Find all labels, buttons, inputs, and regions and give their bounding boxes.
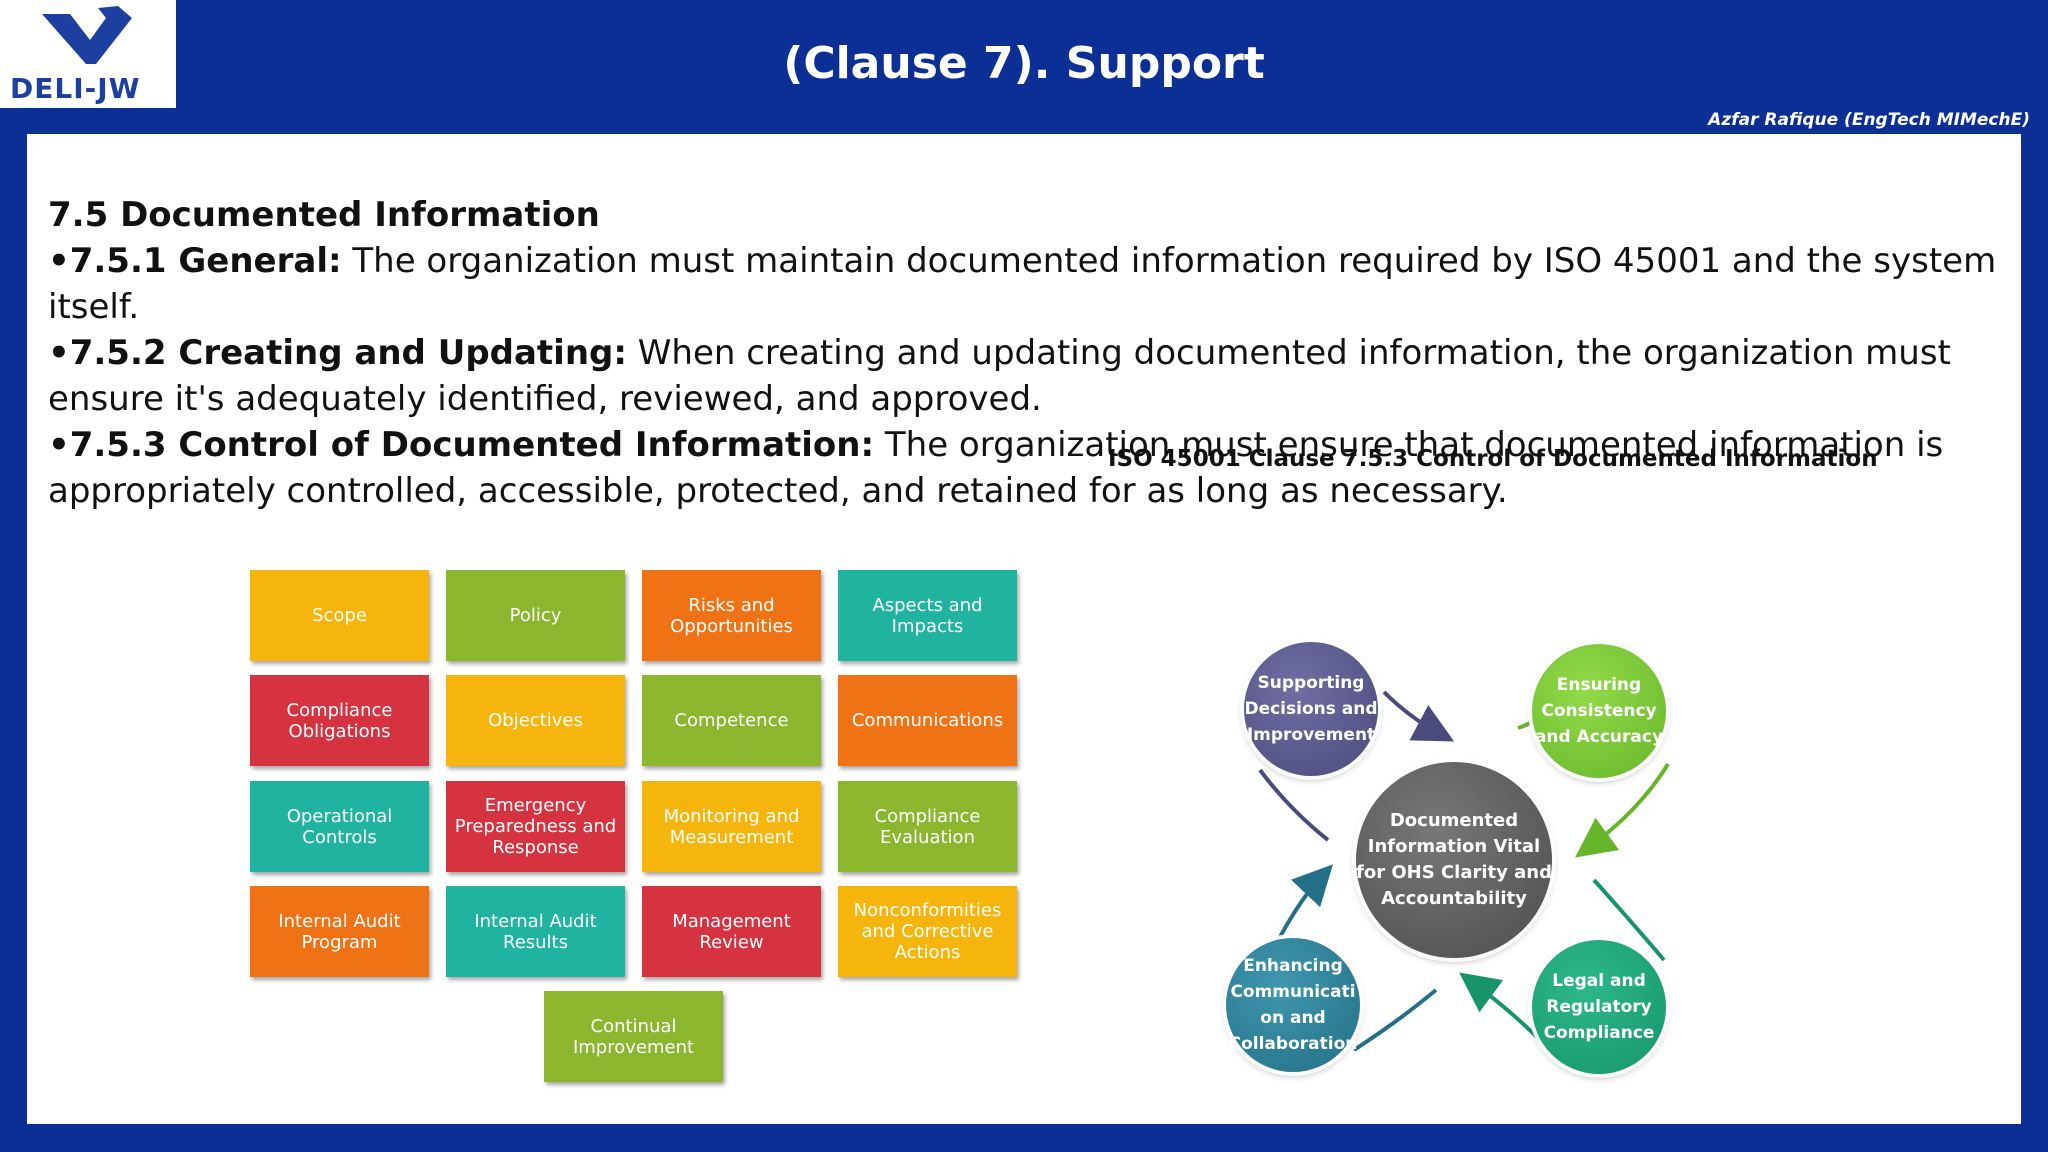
tile-management-review: Management Review <box>642 886 821 977</box>
arrow-top-left-in <box>1258 768 1330 842</box>
arrow-top-left-out <box>1382 690 1455 742</box>
tile-objectives: Objectives <box>446 675 625 766</box>
tile-internal-audit-program: Internal Audit Program <box>250 886 429 977</box>
bullet-label: •7.5.3 Control of Documented Information… <box>48 425 875 465</box>
circle-center-documented-information: Documented Information Vital for OHS Cla… <box>1356 762 1552 958</box>
arrow-top-right-out <box>1575 762 1670 858</box>
logo-mark-icon <box>42 6 132 64</box>
tile-nonconformities: Nonconformities and Corrective Actions <box>838 886 1017 977</box>
bullet-item: •7.5.1 General: The organization must ma… <box>48 238 1998 330</box>
tile-risks: Risks and Opportunities <box>642 570 821 661</box>
circle-ensuring-consistency: Ensuring Consistency and Accuracy <box>1532 644 1666 778</box>
tile-internal-audit-results: Internal Audit Results <box>446 886 625 977</box>
tile-competence: Competence <box>642 675 821 766</box>
tile-compliance-evaluation: Compliance Evaluation <box>838 781 1017 872</box>
text-block: 7.5 Documented Information •7.5.1 Genera… <box>48 192 1998 514</box>
tile-communications: Communications <box>838 675 1017 766</box>
author-credit: Azfar Rafique (EngTech MIMechE) <box>1708 110 2030 130</box>
circle-legal-compliance: Legal and Regulatory Compliance <box>1532 940 1666 1074</box>
bullet-text: The organization must ensure that docume… <box>48 425 1944 511</box>
diagram-title: ISO 45001 Clause 7.5.3 Control of Docume… <box>1108 446 1878 472</box>
tile-scope: Scope <box>250 570 429 661</box>
tile-continual-improvement: Continual Improvement <box>544 991 723 1082</box>
company-logo: DELI-JW <box>0 0 176 108</box>
arrow-bottom-right-out <box>1459 972 1542 1042</box>
slide-title: (Clause 7). Support <box>783 38 1265 89</box>
section-heading: 7.5 Documented Information <box>48 195 600 235</box>
tile-monitoring: Monitoring and Measurement <box>642 781 821 872</box>
bullet-text: The organization must maintain documente… <box>48 241 1997 327</box>
arrow-bottom-right-in <box>1592 878 1666 962</box>
tile-operational-controls: Operational Controls <box>250 781 429 872</box>
logo-text: DELI-JW <box>10 72 141 105</box>
circle-supporting-decisions: Supporting Decisions and Improvement <box>1244 642 1378 776</box>
bullet-item: •7.5.2 Creating and Updating: When creat… <box>48 330 1998 422</box>
bullet-text: When creating and updating documented in… <box>48 333 1951 419</box>
tile-policy: Policy <box>446 570 625 661</box>
tile-emergency: Emergency Preparedness and Response <box>446 781 625 872</box>
bullet-label: •7.5.2 Creating and Updating: <box>48 333 627 373</box>
circle-enhancing-communication: Enhancing Communicati on and Collaborati… <box>1226 938 1360 1072</box>
tile-aspects: Aspects and Impacts <box>838 570 1017 661</box>
bullet-label: •7.5.1 General: <box>48 241 342 281</box>
bullet-item: •7.5.3 Control of Documented Information… <box>48 422 1998 514</box>
tile-compliance-obligations: Compliance Obligations <box>250 675 429 766</box>
arrow-bottom-left-in <box>1352 988 1438 1052</box>
